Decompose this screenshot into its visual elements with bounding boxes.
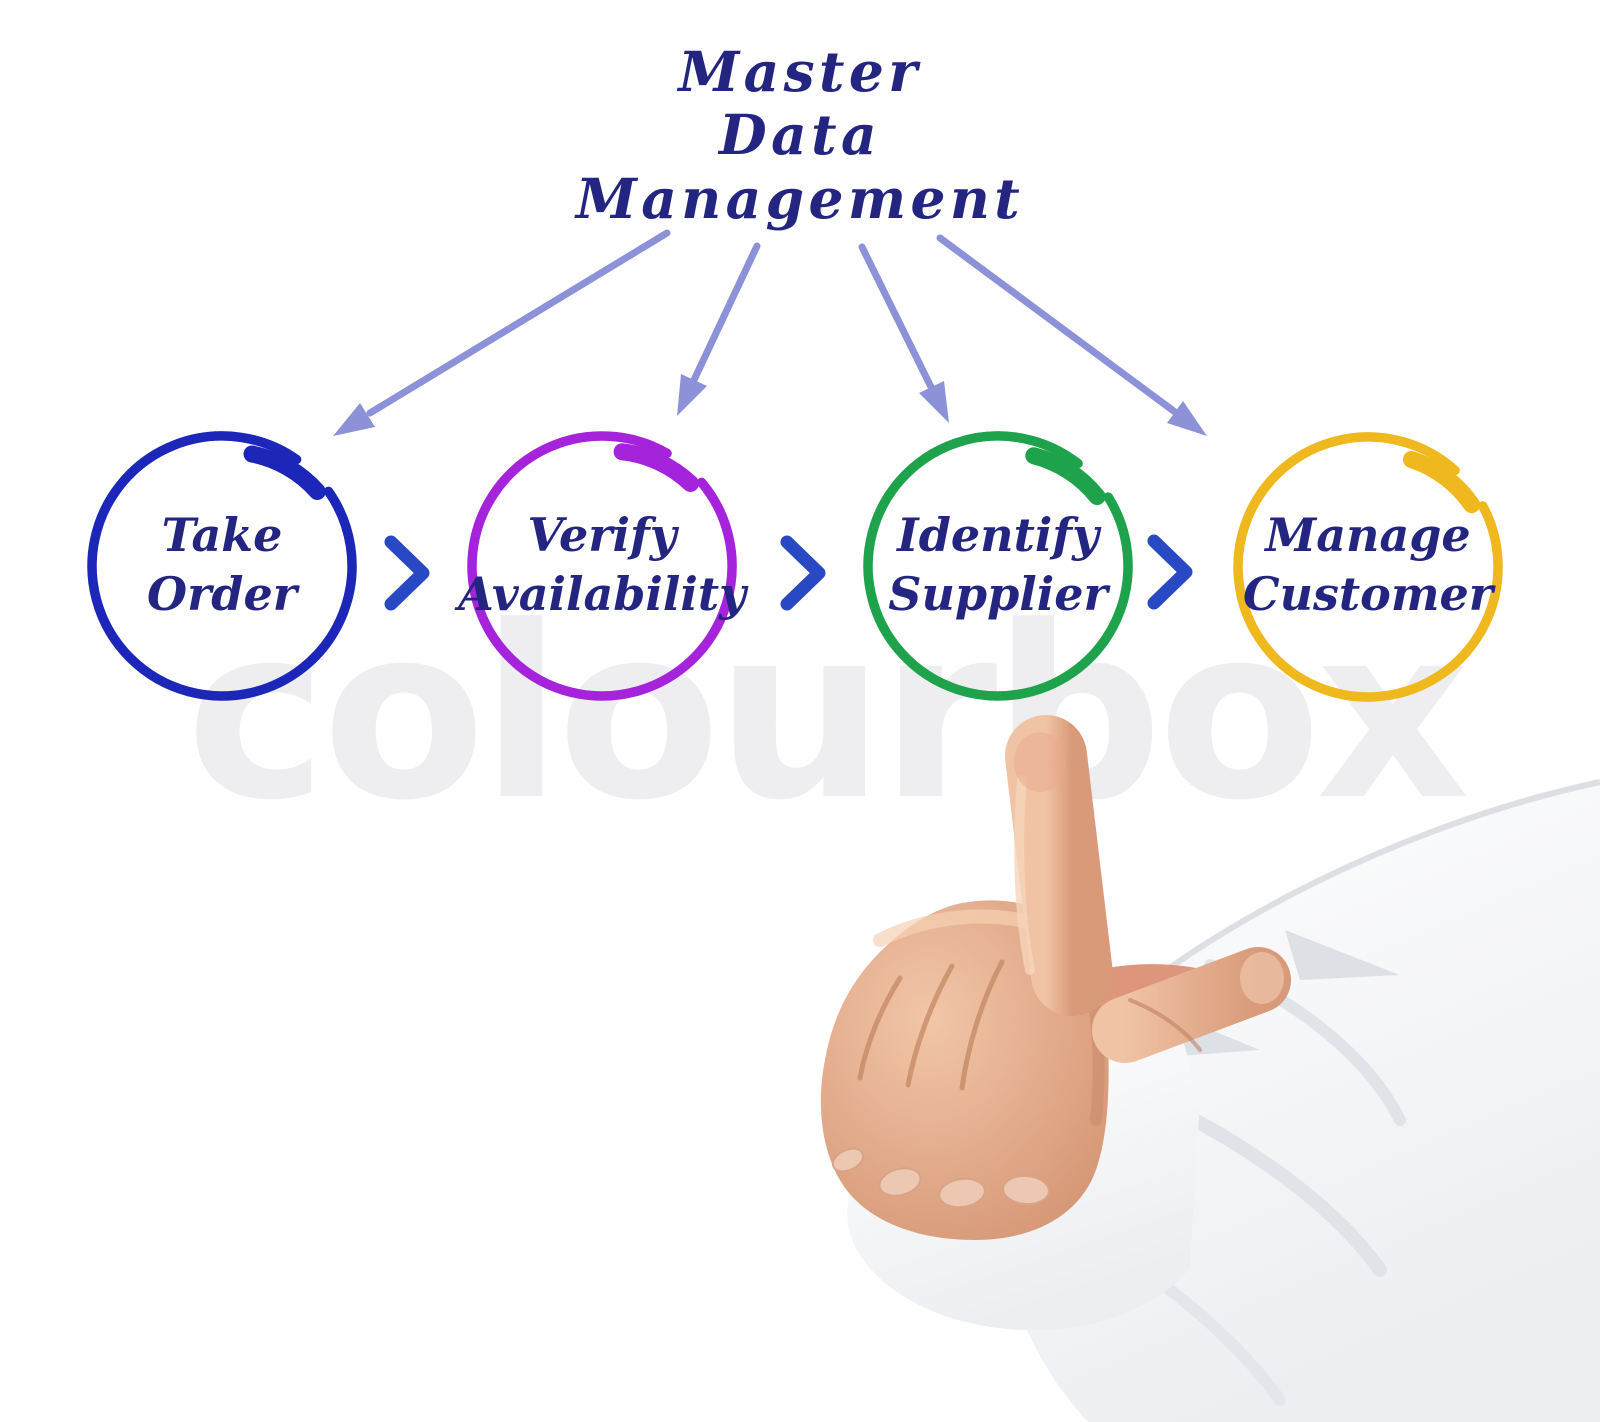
title-arrow-line-1 — [366, 229, 671, 417]
step-label-take-order: Take Order — [42, 506, 402, 624]
step-label-line: Supplier — [888, 566, 1108, 621]
step-label-line: Availability — [458, 566, 746, 621]
fingernail-1 — [878, 1167, 922, 1197]
chevron-icon-2 — [780, 535, 826, 611]
step-label-identify-supplier: Identify Supplier — [818, 506, 1178, 624]
title-arrow-line-4 — [936, 234, 1179, 416]
title-line-2: Data — [719, 102, 881, 168]
step-label-line: Identify — [897, 508, 1099, 562]
title-line-1: Master — [678, 39, 922, 104]
step-label-line: Take — [161, 508, 283, 562]
fingernail-4 — [831, 1147, 865, 1173]
step-label-line: Customer — [1242, 566, 1494, 621]
hand-index-finger — [1005, 715, 1113, 1016]
thumb-tip-highlight — [1240, 952, 1284, 1004]
index-finger-highlight — [1014, 775, 1035, 975]
chevron-icon-3 — [1147, 534, 1193, 610]
index-fingertip-blush — [1014, 732, 1066, 792]
fingernail-2 — [938, 1177, 986, 1209]
chevron-connectors — [384, 534, 1193, 611]
step-label-line: Manage — [1265, 508, 1471, 562]
title-arrows — [333, 229, 1207, 436]
title-arrow-head-4 — [1167, 401, 1207, 436]
knuckle-crease-3 — [959, 959, 1005, 1091]
palm-crease — [1128, 998, 1202, 1052]
title-arrow-line-2 — [690, 242, 761, 384]
knuckle-crease-1 — [857, 975, 903, 1081]
knuckle-crease-2 — [905, 963, 955, 1088]
step-label-line: Order — [147, 566, 297, 621]
step-label-verify-availability: Verify Availability — [422, 506, 782, 624]
chevron-icon-1 — [384, 535, 430, 611]
sleeve-fold-wedge-1 — [1285, 930, 1400, 980]
fingernail-3 — [1002, 1174, 1050, 1206]
hand-thumb — [1092, 947, 1291, 1063]
diagram-title: Master Data Management — [500, 40, 1100, 230]
title-arrow-line-3 — [858, 243, 935, 391]
title-arrow-head-2 — [677, 374, 707, 416]
title-arrow-head-1 — [333, 403, 375, 436]
pointing-hand-photo — [820, 715, 1600, 1422]
step-label-manage-customer: Manage Customer — [1188, 506, 1548, 624]
step-label-line: Verify — [527, 508, 677, 562]
title-line-3: Management — [575, 165, 1025, 231]
title-arrow-head-3 — [919, 381, 949, 423]
